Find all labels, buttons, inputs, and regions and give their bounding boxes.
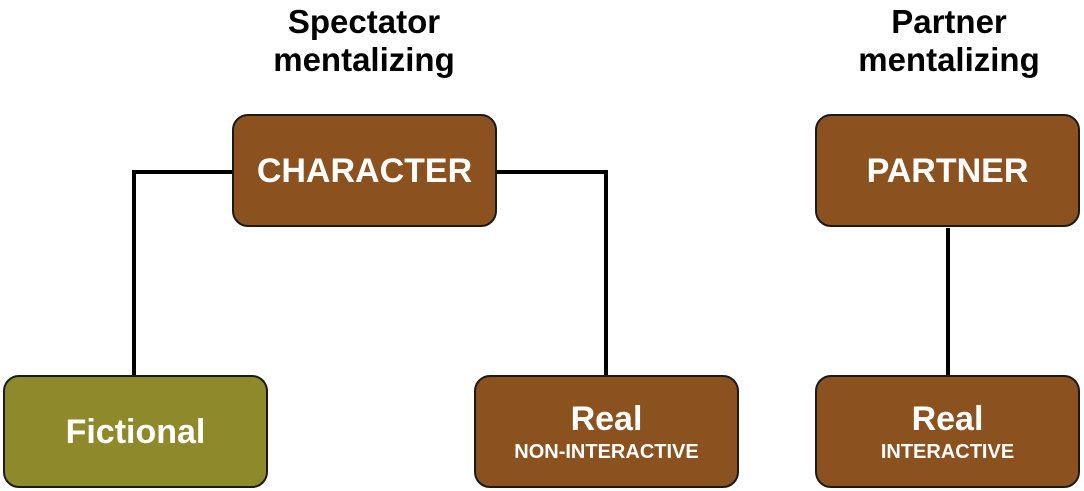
real-interactive-label: Real: [911, 399, 984, 438]
real-noninteractive-sublabel: NON-INTERACTIVE: [514, 440, 699, 463]
fictional-node-label: Fictional: [65, 412, 206, 451]
partner-node: PARTNER: [815, 114, 1080, 227]
partner-heading-line1: Partner: [891, 3, 1007, 40]
real-noninteractive-label: Real: [570, 399, 643, 438]
partner-mentalizing-heading: Partner mentalizing: [814, 3, 1084, 79]
character-node-label: CHARACTER: [256, 151, 473, 190]
fictional-node: Fictional: [3, 375, 268, 488]
partner-node-label: PARTNER: [866, 151, 1029, 190]
spectator-heading-line2: mentalizing: [273, 41, 455, 78]
spectator-heading-line1: Spectator: [287, 3, 441, 40]
connector-character-real-noninteractive: [496, 170, 608, 375]
partner-heading-line2: mentalizing: [858, 41, 1040, 78]
real-interactive-sublabel: INTERACTIVE: [880, 440, 1015, 463]
character-node: CHARACTER: [232, 114, 497, 227]
spectator-mentalizing-heading: Spectator mentalizing: [244, 3, 484, 79]
real-interactive-node: Real INTERACTIVE: [815, 375, 1080, 488]
connector-character-fictional: [132, 170, 232, 375]
real-noninteractive-node: Real NON-INTERACTIVE: [474, 375, 739, 488]
